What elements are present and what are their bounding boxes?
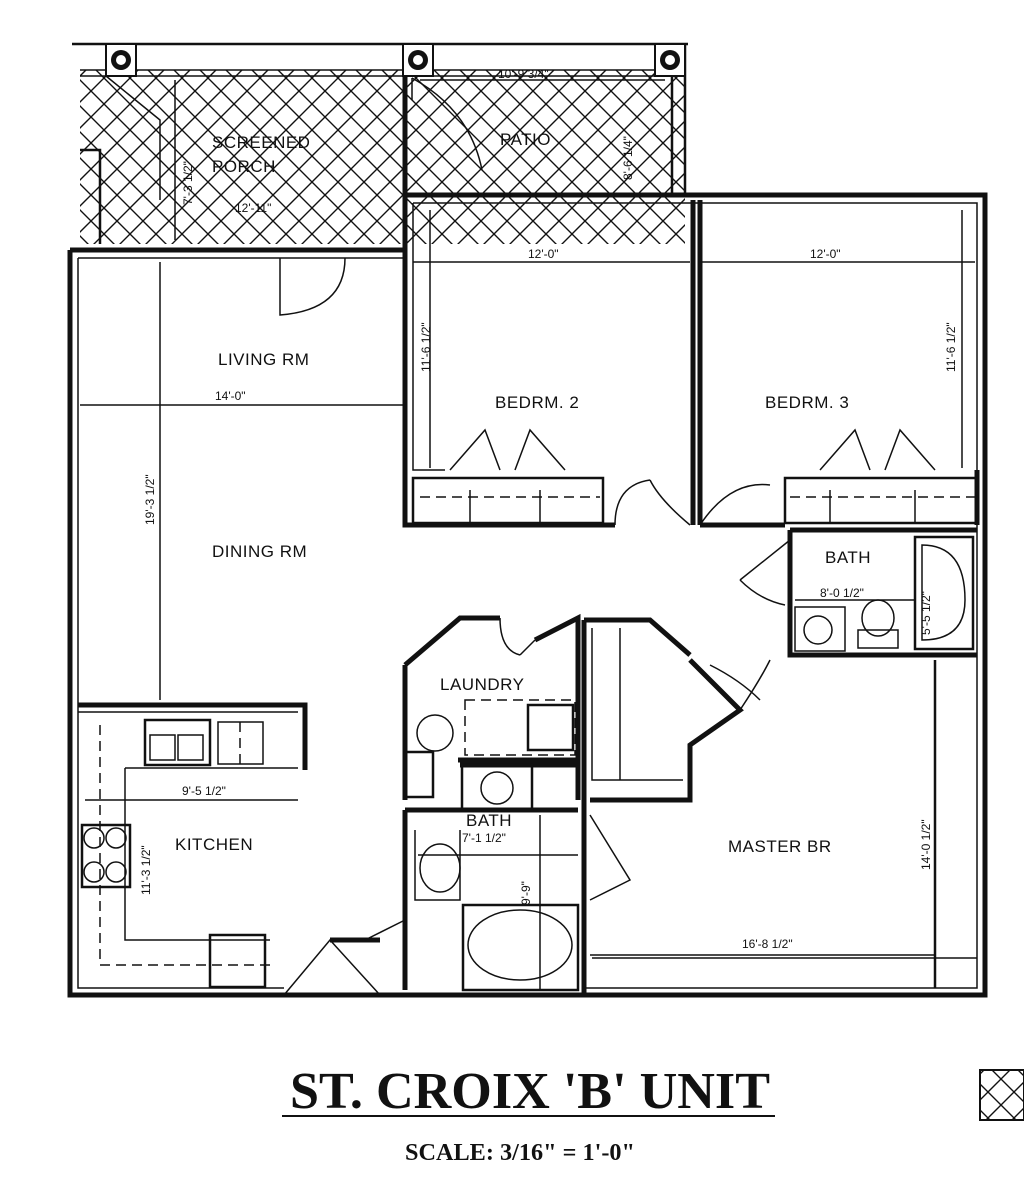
dim-bath1-width: 7'-1 1/2" [462,831,506,845]
dim-living-dining-height: 19'-3 1/2" [143,474,157,525]
dim-bed3-height: 11'-6 1/2" [944,322,958,372]
room-label-bath-1: BATH [466,811,512,830]
column-post [105,43,137,77]
dim-bath2-height: 5'-5 1/2" [919,591,933,635]
dim-patio-height: 8'-6 1/4" [621,136,635,180]
kitchen-fixtures [78,702,308,989]
room-label-bath-2: BATH [825,548,871,567]
room-label-patio: PATIO [500,130,551,149]
dim-bed3-width: 12'-0" [810,247,841,261]
dim-kitchen-height: 11'-3 1/2" [139,845,153,895]
dim-master-height: 14'-0 1/2" [919,819,933,870]
dim-kitchen-width: 9'-5 1/2" [182,784,226,798]
plan-scale: SCALE: 3/16" = 1'-0" [405,1140,635,1166]
dim-bed2-width: 12'-0" [528,247,559,261]
living-door-swing [279,257,346,316]
dim-bath2-width: 8'-0 1/2" [820,586,864,600]
dimension-lines [80,79,975,990]
dim-porch-width: 12'-11" [235,201,271,215]
room-label-bedroom-3: BEDRM. 3 [765,393,849,412]
room-label-kitchen: KITCHEN [175,835,253,854]
room-label-dining: DINING RM [212,542,307,561]
room-label-laundry: LAUNDRY [440,675,524,694]
column-post [402,43,434,77]
room-label-living: LIVING RM [218,350,309,369]
dim-bed2-height: 11'-6 1/2" [419,322,433,372]
interior-walls [283,195,980,996]
room-label-master: MASTER BR [728,837,832,856]
hatch-legend-swatch [979,1069,1024,1121]
dim-living-width: 14'-0" [215,389,246,403]
room-label-screened-porch-line2: PORCH [212,157,276,176]
room-label-screened-porch-line1: SCREENED [212,133,310,152]
room-label-bedroom-2: BEDRM. 2 [495,393,579,412]
column-post [654,43,686,77]
porch-patio-area [72,42,688,248]
dim-master-width: 16'-8 1/2" [742,937,793,951]
plan-title: ST. CROIX 'B' UNIT [290,1063,770,1120]
dim-porch-height: 7'-3 1/2" [181,161,195,205]
dim-patio-width: 10'-9 3/4" [498,67,549,81]
dim-bath1-height: 9'-9" [519,881,533,905]
